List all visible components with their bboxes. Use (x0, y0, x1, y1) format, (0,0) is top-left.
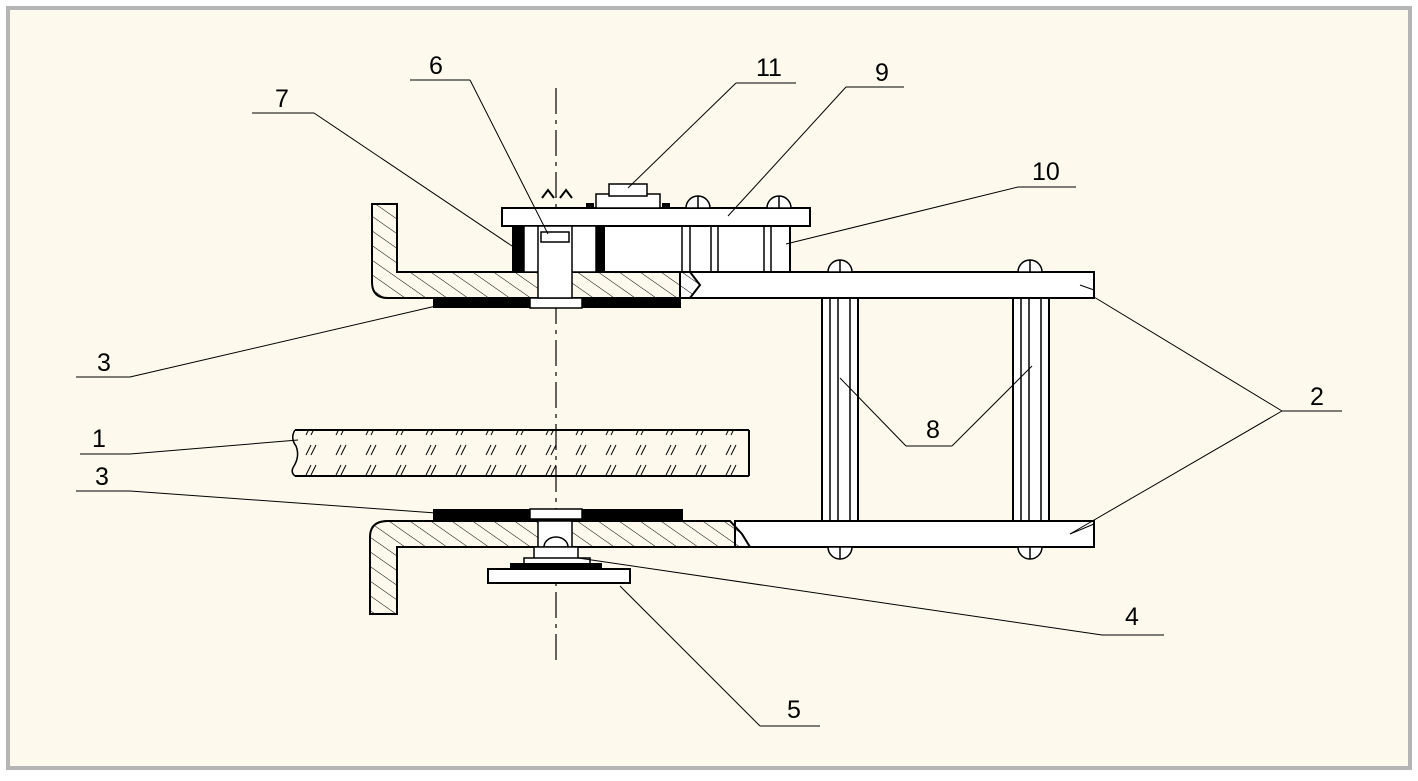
label-5: 5 (787, 696, 801, 724)
bottom-bracket (369, 520, 1095, 615)
leader-lines (76, 79, 1342, 727)
spacers (821, 259, 1050, 560)
top-washer (529, 297, 583, 309)
label-4: 4 (1125, 603, 1139, 631)
label-3-bottom: 3 (95, 463, 109, 491)
label-9: 9 (875, 59, 889, 87)
label-7: 7 (275, 85, 289, 113)
label-1: 1 (92, 425, 106, 453)
label-8: 8 (926, 416, 940, 444)
bottom-washer (529, 508, 583, 520)
bottom-fastener (487, 520, 631, 584)
top-bracket (371, 203, 1095, 299)
label-10: 10 (1032, 158, 1060, 186)
top-housing (501, 183, 811, 299)
label-6: 6 (429, 52, 443, 80)
label-11: 11 (756, 54, 782, 82)
drawing-background (6, 6, 1412, 770)
label-2: 2 (1310, 383, 1324, 411)
glass-panel (291, 429, 750, 477)
label-3-top: 3 (97, 349, 111, 377)
